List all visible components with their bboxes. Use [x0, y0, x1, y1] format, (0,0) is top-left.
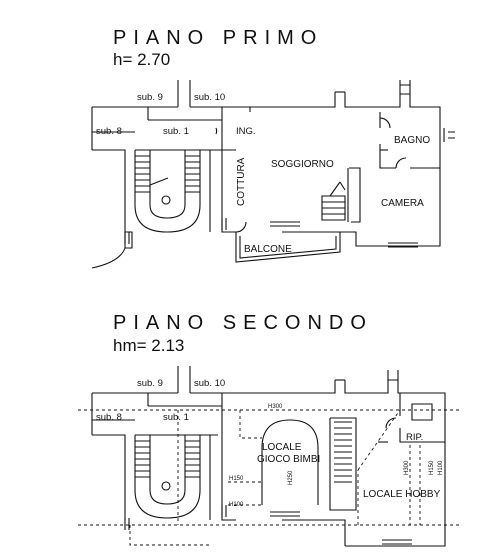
- chimney-mark: [448, 131, 455, 139]
- wall: [177, 80, 191, 107]
- label-h300-gioco: H300: [268, 404, 283, 410]
- label-sub8: sub. 8: [96, 126, 122, 137]
- wall: [177, 366, 191, 393]
- wall: [351, 142, 441, 247]
- wall: [399, 393, 445, 443]
- chimney-mark: [399, 80, 411, 94]
- wall: [92, 434, 126, 520]
- window: [124, 232, 130, 244]
- floor-title-primo: PIANO PRIMO: [113, 27, 324, 49]
- door-arc: [385, 417, 397, 429]
- room-balcone: BALCONE: [244, 244, 292, 255]
- label-h150-left: H150: [229, 476, 244, 482]
- label-sub10: sub. 10: [194, 92, 225, 103]
- stair-landing-inner: [149, 204, 186, 219]
- label-ing: ING.: [236, 126, 256, 137]
- floor-plan-primo: sub. 9 sub. 10 sub. 8 sub. 1 ING. SOGGIO…: [91, 80, 455, 269]
- label-h300-hobby: H300: [404, 460, 410, 475]
- stair-newel: [161, 481, 171, 491]
- stair-landing: [134, 489, 201, 519]
- label-sub8: sub. 8: [96, 412, 122, 423]
- balcone-inner: [239, 236, 337, 259]
- window: [221, 218, 227, 230]
- window: [439, 128, 445, 142]
- room-soggiorno: SOGGIORNO: [271, 159, 334, 170]
- wall: [218, 107, 251, 151]
- window: [388, 242, 418, 248]
- stair-landing: [134, 204, 201, 233]
- floor-height-secondo: hm= 2.13: [113, 336, 185, 355]
- room-locale-hobby: LOCALE HOBBY: [363, 489, 441, 500]
- slope-line: [357, 409, 401, 471]
- arch: [261, 419, 319, 505]
- door-arc: [395, 157, 407, 169]
- room-cottura: COTTURA: [236, 157, 247, 206]
- slope-line: [239, 410, 262, 439]
- inner-stair-arrow: [329, 181, 346, 197]
- window: [270, 511, 300, 517]
- wall: [91, 232, 126, 269]
- stair-treads: [135, 440, 200, 478]
- stair-newel: [161, 195, 171, 205]
- label-sub1: sub. 1: [163, 412, 189, 423]
- room-locale-gioco-line2: GIOCO BIMBI: [257, 454, 320, 465]
- room-rip: RIP.: [406, 432, 423, 443]
- room-bagno: BAGNO: [394, 135, 430, 146]
- stair-landing-inner: [149, 489, 186, 505]
- inner-stair: [334, 421, 352, 483]
- label-sub10: sub. 10: [194, 378, 225, 389]
- window: [221, 505, 227, 517]
- floor-title-secondo: PIANO SECONDO: [113, 312, 373, 334]
- wall: [349, 167, 361, 223]
- label-sub9: sub. 9: [137, 378, 163, 389]
- label-h150-right: H150: [429, 460, 435, 475]
- stair-flight: [134, 150, 201, 205]
- wall: [92, 149, 126, 232]
- stair-treads: [135, 155, 200, 193]
- balcone-outline: [235, 232, 341, 263]
- room-locale-gioco-line1: LOCALE: [262, 442, 302, 453]
- door-arc: [215, 127, 218, 135]
- floor-height-primo: h= 2.70: [113, 50, 171, 69]
- label-h250: H250: [288, 470, 294, 485]
- wall: [329, 417, 357, 511]
- window: [124, 518, 130, 530]
- stair-arrow: [149, 177, 169, 186]
- door-arc: [379, 117, 391, 129]
- room-camera: CAMERA: [381, 198, 424, 209]
- wall: [221, 435, 346, 546]
- label-sub1: sub. 1: [163, 126, 189, 137]
- label-sub9: sub. 9: [137, 92, 163, 103]
- slope-line: [129, 525, 210, 546]
- inner-stair: [321, 195, 346, 221]
- door-arc: [235, 221, 247, 233]
- chimney-mark: [387, 370, 399, 380]
- label-h100-left: H100: [229, 502, 244, 508]
- window: [270, 221, 300, 227]
- stair-flight: [134, 435, 201, 490]
- wall: [222, 92, 441, 128]
- rip-window: [411, 403, 433, 421]
- wall: [379, 112, 440, 169]
- window: [382, 539, 412, 545]
- label-h100-right: H100: [438, 460, 444, 475]
